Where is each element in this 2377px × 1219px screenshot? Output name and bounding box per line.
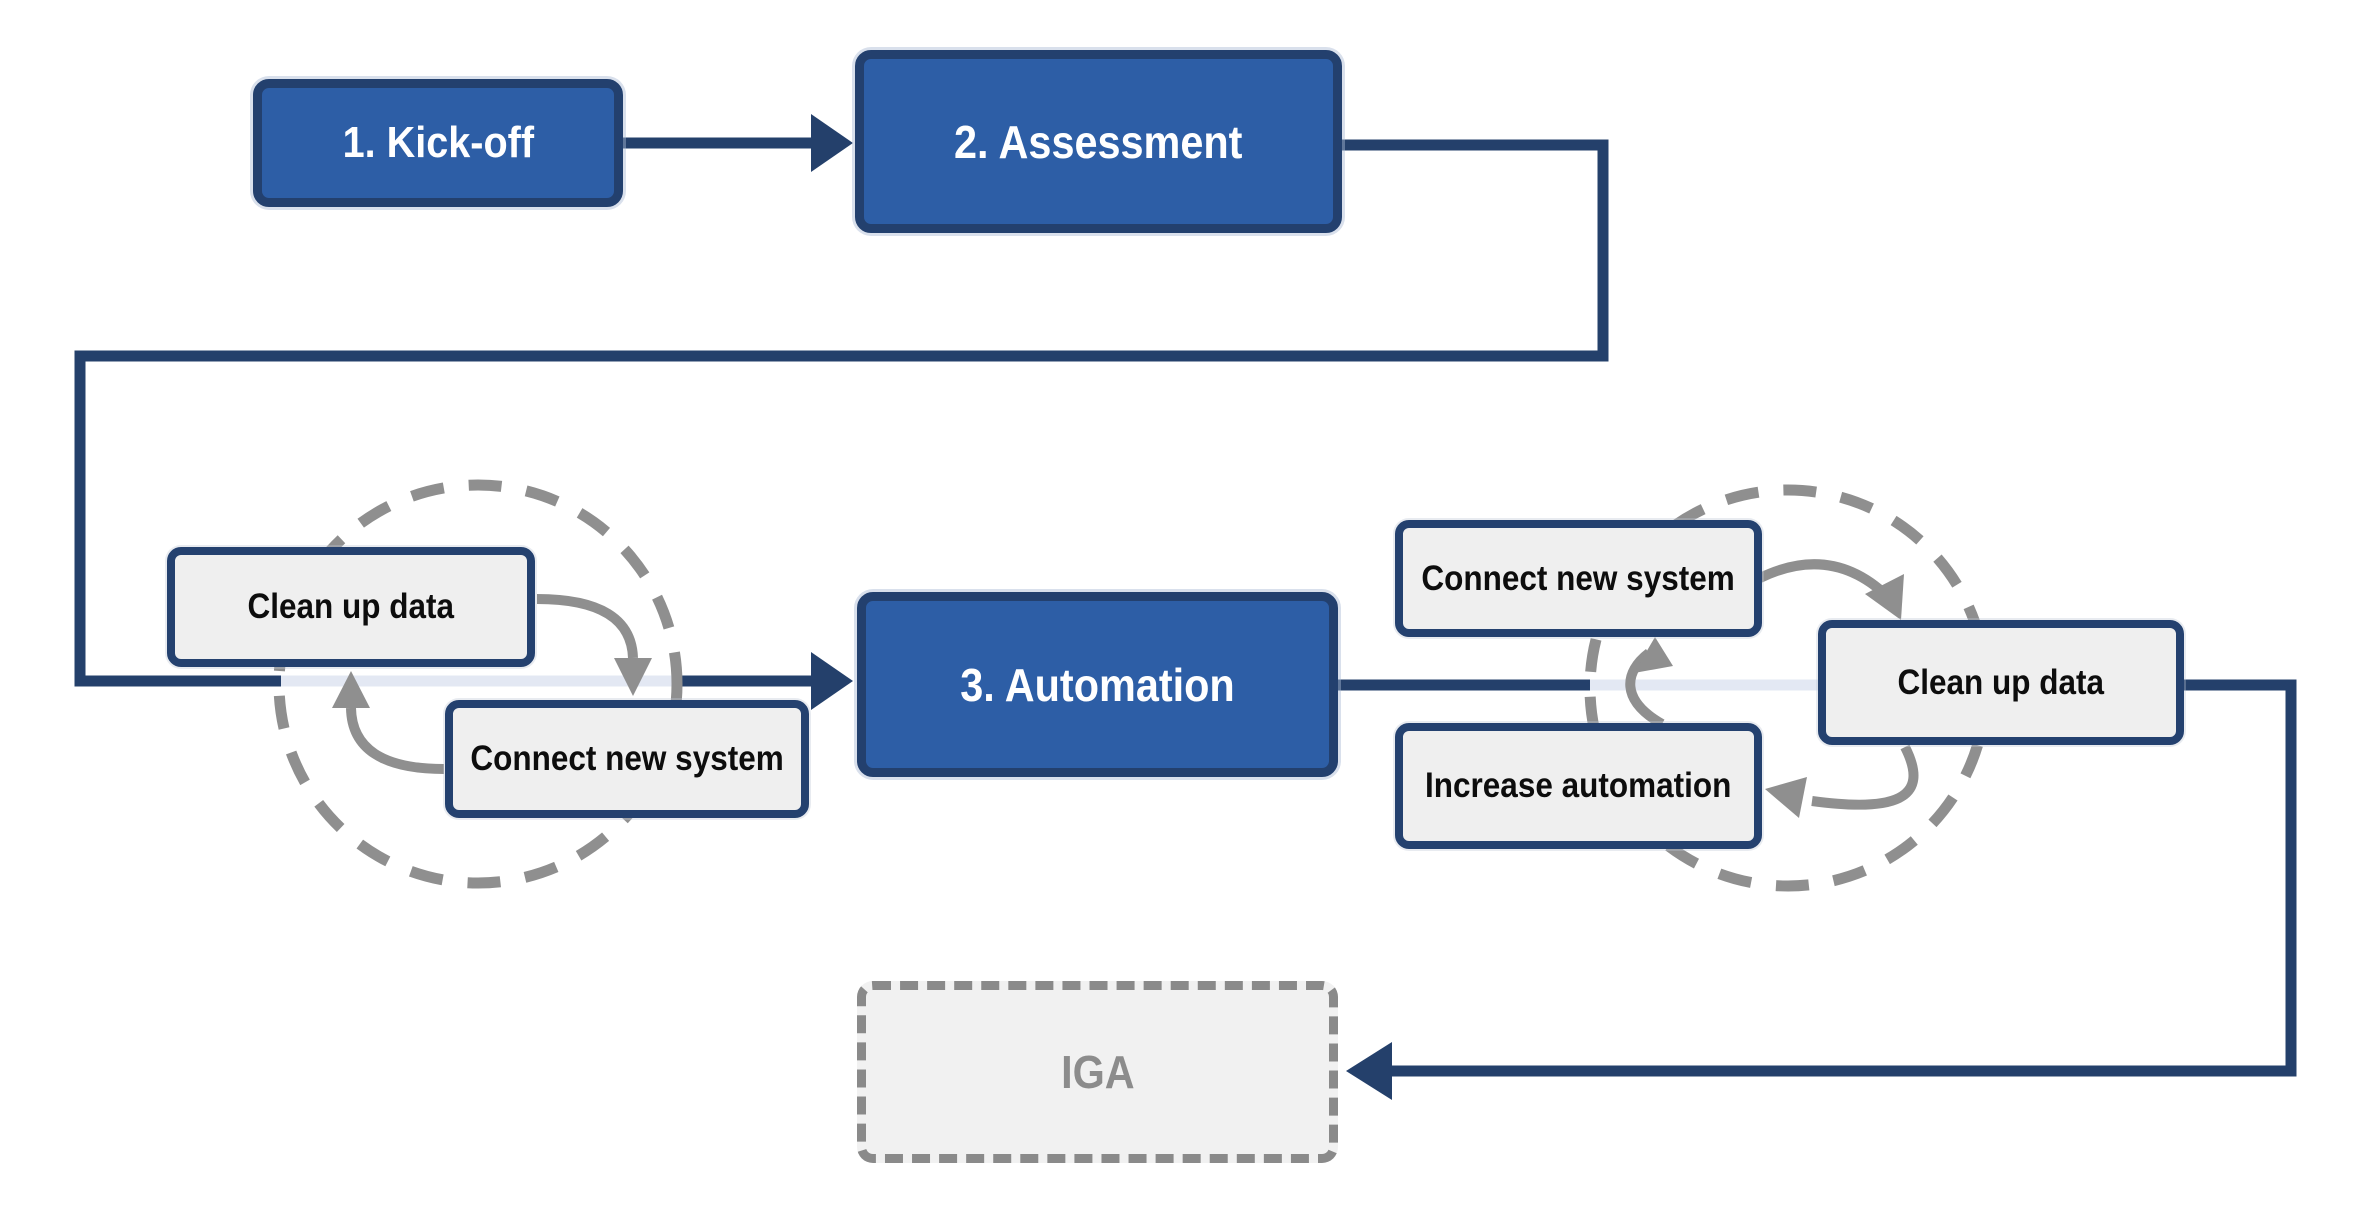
node-assessment: 2. Assessment — [855, 50, 1342, 233]
cycle-arrow-increase-to-connect-right — [1625, 649, 1665, 729]
cycle-arrowhead-up-left — [332, 671, 370, 708]
cycle-arrow-cleanup-to-increase-right — [1811, 744, 1919, 810]
node-clean-up-data-right-label: Clean up data — [1897, 662, 2105, 702]
node-connect-new-system-right-label: Connect new system — [1421, 558, 1736, 598]
cycle-arrowhead-left-right — [1765, 777, 1807, 818]
node-connect-new-system-left-label: Connect new system — [470, 739, 784, 778]
node-iga: IGA — [857, 981, 1338, 1163]
node-increase-automation: Increase automation — [1395, 723, 1762, 849]
arrowhead-into-automation — [811, 652, 853, 710]
node-kickoff-label: 1. Kick-off — [342, 118, 534, 167]
cycle-arrowhead-up-right — [1634, 637, 1673, 673]
node-kickoff: 1. Kick-off — [253, 79, 623, 207]
arrowhead-into-iga — [1346, 1042, 1392, 1100]
cycle-arrow-connect-to-cleanup-left — [346, 707, 445, 774]
node-automation-label: 3. Automation — [960, 658, 1235, 711]
arrowhead-into-assessment — [811, 114, 853, 172]
dashed-cycle-left — [273, 479, 683, 889]
node-connect-new-system-left: Connect new system — [445, 700, 809, 818]
node-connect-new-system-right: Connect new system — [1395, 520, 1762, 637]
node-automation: 3. Automation — [857, 592, 1338, 777]
connector-assessment-loop — [74, 139, 1609, 687]
node-assessment-label: 2. Assessment — [954, 115, 1243, 168]
cycle-arrowhead-down-left — [614, 658, 652, 696]
node-clean-up-data-right: Clean up data — [1818, 620, 2184, 745]
cycle-arrow-cleanup-to-connect-left — [536, 594, 638, 659]
cycle-arrow-connect-to-cleanup-right — [1757, 559, 1892, 601]
node-clean-up-data-left-label: Clean up data — [247, 587, 455, 626]
node-iga-label: IGA — [1060, 1046, 1135, 1098]
connector-right-cycle-to-iga — [1392, 679, 2297, 1077]
node-clean-up-data-left: Clean up data — [167, 547, 535, 667]
node-increase-automation-label: Increase automation — [1425, 766, 1732, 805]
cycle-arrowhead-downright-right — [1865, 574, 1904, 620]
